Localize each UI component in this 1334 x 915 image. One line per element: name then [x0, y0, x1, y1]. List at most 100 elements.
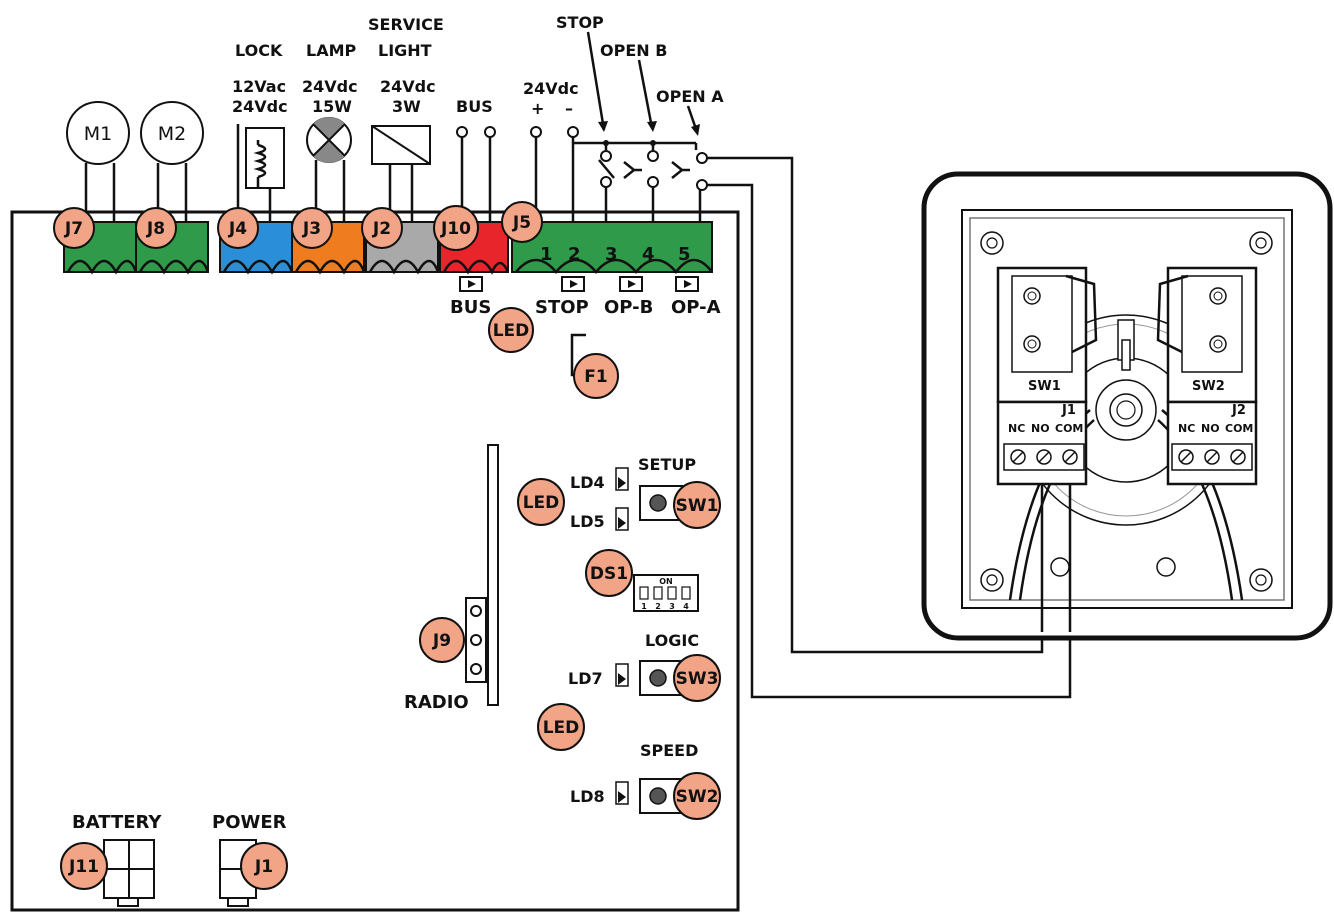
- dip-number-2: 2: [655, 602, 661, 611]
- led-ld8-icon: [615, 781, 629, 805]
- dip-on-label: ON: [659, 577, 673, 586]
- svg-text:J7: J7: [64, 219, 83, 239]
- badge-led-3: LED: [537, 703, 585, 751]
- logic-label: LOGIC: [645, 631, 699, 650]
- badge-j3: J3: [291, 207, 333, 249]
- terminal-number-3: 3: [605, 244, 618, 265]
- terminal-number-5: 5: [678, 244, 691, 265]
- svg-text:J10: J10: [440, 219, 471, 239]
- badge-j2: J2: [361, 207, 403, 249]
- svg-text:J3: J3: [302, 219, 321, 239]
- badge-j9: J9: [419, 617, 465, 663]
- service-voltage: 24Vdc: [380, 77, 436, 96]
- indicator-opa-label: OP-A: [671, 297, 721, 318]
- badge-sw2: SW2: [673, 772, 721, 820]
- lock-label: LOCK: [235, 41, 283, 60]
- box-sw2-label: SW2: [1192, 379, 1225, 394]
- box-no-label-2: NO: [1201, 422, 1220, 435]
- ld8-label: LD8: [570, 787, 605, 806]
- box-com-label-1: COM: [1055, 422, 1083, 435]
- motor-m1-icon: M1: [66, 101, 130, 222]
- lamp-power: 15W: [312, 97, 352, 116]
- led-ld4-icon: [615, 467, 629, 491]
- supply-terminals: [530, 126, 579, 222]
- badge-ds1: DS1: [585, 549, 633, 597]
- radio-connector-j9: [465, 597, 487, 683]
- stop-arrow-icon: [586, 31, 606, 131]
- box-sw1-label: SW1: [1028, 379, 1061, 394]
- box-no-label-1: NO: [1031, 422, 1050, 435]
- ld4-label: LD4: [570, 473, 605, 492]
- open-a-label: OPEN A: [656, 87, 724, 106]
- stop-label: STOP: [556, 13, 604, 32]
- svg-text:J11: J11: [68, 857, 99, 877]
- battery-connector: [103, 839, 155, 907]
- dip-number-1: 1: [641, 602, 647, 611]
- open-b-label: OPEN B: [600, 41, 667, 60]
- indicator-leds: [459, 276, 699, 292]
- badge-j1: J1: [240, 842, 288, 890]
- terminal-number-2: 2: [568, 244, 581, 265]
- dip-switch-ds1[interactable]: ON 1 2 3 4: [633, 574, 699, 612]
- led-ld7-icon: [615, 663, 629, 687]
- svg-text:F1: F1: [584, 367, 607, 387]
- lamp-voltage: 24Vdc: [302, 77, 358, 96]
- lock-voltage-1: 12Vac: [232, 77, 286, 96]
- svg-text:SW2: SW2: [676, 787, 719, 807]
- box-com-label-2: COM: [1225, 422, 1253, 435]
- supply-voltage: 24Vdc: [523, 79, 579, 98]
- radio-label: RADIO: [404, 692, 469, 713]
- svg-text:DS1: DS1: [590, 564, 628, 584]
- svg-text:J2: J2: [372, 219, 391, 239]
- box-nc-label-1: NC: [1008, 422, 1025, 435]
- badge-j8: J8: [135, 207, 177, 249]
- battery-label: BATTERY: [72, 812, 162, 833]
- box-j1-label: J1: [1061, 403, 1076, 418]
- badge-f1: F1: [573, 353, 619, 399]
- dip-number-4: 4: [683, 602, 689, 611]
- supply-plus: +: [531, 99, 544, 118]
- service-label-2: LIGHT: [378, 41, 432, 60]
- motor-m2-icon: M2: [140, 101, 204, 222]
- svg-text:J8: J8: [146, 219, 165, 239]
- lamp-icon: [306, 117, 352, 222]
- svg-text:J5: J5: [512, 213, 531, 233]
- badge-j10: J10: [433, 205, 479, 251]
- supply-minus: –: [565, 99, 573, 118]
- ld7-label: LD7: [568, 669, 603, 688]
- svg-text:LED: LED: [523, 493, 560, 513]
- badge-led-2: LED: [517, 478, 565, 526]
- svg-text:SW3: SW3: [676, 669, 719, 689]
- svg-text:J9: J9: [432, 631, 451, 651]
- svg-text:LED: LED: [493, 321, 530, 341]
- lock-coil-icon: [236, 124, 285, 222]
- lamp-label: LAMP: [306, 41, 357, 60]
- power-label: POWER: [212, 812, 287, 833]
- badge-sw1: SW1: [673, 481, 721, 529]
- indicator-opb-label: OP-B: [604, 297, 653, 318]
- badge-led-1: LED: [488, 307, 534, 353]
- motor-m2-label: M2: [158, 123, 186, 145]
- dip-number-3: 3: [669, 602, 675, 611]
- motor-m1-label: M1: [84, 123, 112, 145]
- badge-sw3: SW3: [673, 654, 721, 702]
- setup-label: SETUP: [638, 455, 696, 474]
- service-label-1: SERVICE: [368, 15, 444, 34]
- lock-voltage-2: 24Vdc: [232, 97, 288, 116]
- badge-j4: J4: [217, 207, 259, 249]
- indicator-stop-label: STOP: [535, 297, 589, 318]
- stop-open-switches: [573, 140, 1072, 699]
- svg-text:J1: J1: [254, 857, 273, 877]
- badge-j7: J7: [53, 207, 95, 249]
- box-j2-label: J2: [1231, 403, 1246, 418]
- service-power: 3W: [392, 97, 421, 116]
- speed-label: SPEED: [640, 741, 698, 760]
- radio-slot: [487, 444, 499, 706]
- led-ld5-icon: [615, 507, 629, 531]
- svg-text:J4: J4: [228, 219, 247, 239]
- bus-label-top: BUS: [456, 97, 493, 116]
- badge-j5: J5: [501, 201, 543, 243]
- terminal-number-1: 1: [540, 244, 553, 265]
- badge-j11: J11: [60, 842, 108, 890]
